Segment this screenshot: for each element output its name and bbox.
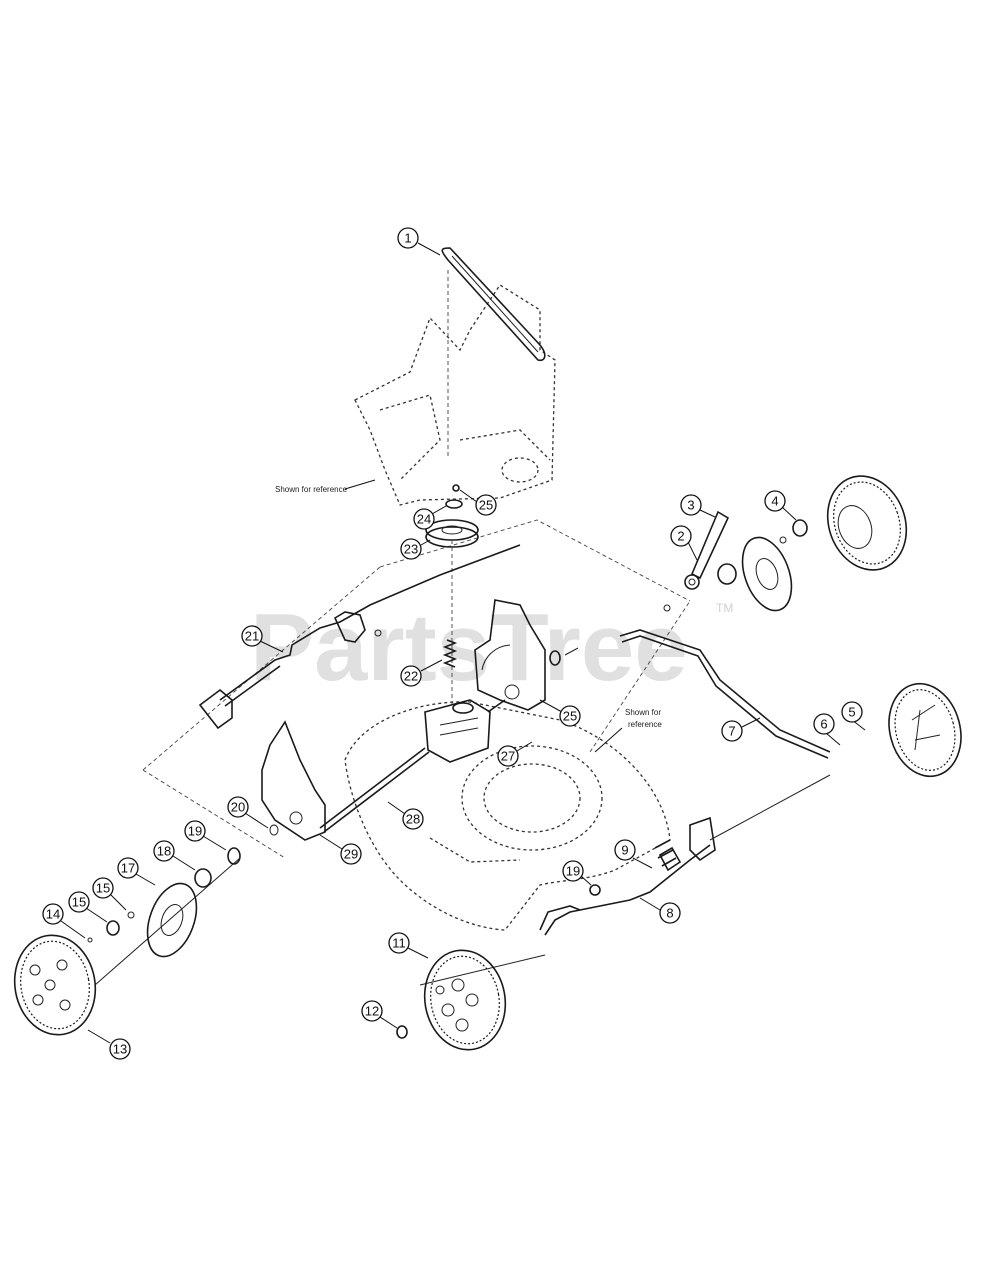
callout-circle xyxy=(670,525,692,547)
spring xyxy=(442,639,458,668)
callout-2: 2 xyxy=(677,529,684,544)
callout-circle xyxy=(680,494,702,516)
left-gear-wheel xyxy=(87,847,241,986)
watermark-trademark: TM xyxy=(716,601,733,615)
callout-11: 11 xyxy=(392,936,406,951)
callout-circle xyxy=(92,877,114,899)
callout-circle xyxy=(813,713,835,735)
reference-note-right-line1: Shown for xyxy=(625,708,661,717)
callout-8: 8 xyxy=(666,906,673,921)
callout-circle xyxy=(361,1000,383,1022)
callout-circle xyxy=(721,720,743,742)
callout-circle xyxy=(241,625,263,647)
callout-circle xyxy=(68,891,90,913)
watermark-text: PartsTree xyxy=(250,594,688,701)
front-axle-assembly xyxy=(419,774,831,986)
callout-20: 20 xyxy=(231,800,245,815)
callout-circle xyxy=(841,701,863,723)
reference-notes: Shown for reference Shown for reference xyxy=(275,479,662,753)
callout-27: 27 xyxy=(501,749,515,764)
callout-circle xyxy=(400,538,422,560)
callout-24: 24 xyxy=(417,512,431,527)
left-rear-wheel xyxy=(13,934,97,1036)
callout-circle xyxy=(562,860,584,882)
callout-circle xyxy=(184,820,206,842)
height-lever xyxy=(684,510,730,590)
main-axle xyxy=(319,699,506,833)
callout-circle xyxy=(388,932,410,954)
callout-14: 14 xyxy=(46,907,60,922)
callout-circle xyxy=(117,857,139,879)
callout-25b: 25 xyxy=(479,498,493,513)
reference-note-right-line2: reference xyxy=(628,720,662,729)
callout-circle xyxy=(153,840,175,862)
engine-ghost xyxy=(354,270,556,506)
callout-circle xyxy=(497,745,519,767)
mower-deck xyxy=(344,701,671,931)
callout-circle xyxy=(109,1038,131,1060)
callout-circle xyxy=(614,839,636,861)
reference-note-left: Shown for reference xyxy=(275,485,348,494)
assembly-outline xyxy=(142,519,691,859)
callout-25a: 25 xyxy=(563,709,577,724)
callout-22: 22 xyxy=(404,669,418,684)
callout-5: 5 xyxy=(848,705,855,720)
callout-circle xyxy=(659,902,681,924)
callout-3: 3 xyxy=(687,498,694,513)
transmission xyxy=(424,699,491,763)
callout-1: 1 xyxy=(404,231,411,246)
callout-7: 7 xyxy=(728,724,735,739)
callout-circle xyxy=(227,796,249,818)
callout-circle xyxy=(402,808,424,830)
callout-circle xyxy=(400,665,422,687)
callouts: 1 2 3 4 5 6 7 8 9 11 xyxy=(42,227,866,1060)
rear-height-rod xyxy=(198,544,521,730)
callout-29: 29 xyxy=(344,847,358,862)
callout-19b: 19 xyxy=(566,864,580,879)
callout-21: 21 xyxy=(245,629,259,644)
callout-circle xyxy=(475,494,497,516)
callout-9: 9 xyxy=(621,843,628,858)
callout-19a: 19 xyxy=(188,824,202,839)
callout-15b: 15 xyxy=(96,881,110,896)
callout-circle xyxy=(764,490,786,512)
drive-belt xyxy=(441,247,546,362)
callout-12: 12 xyxy=(365,1004,379,1019)
right-gear-wheel xyxy=(717,519,808,612)
drive-pulley xyxy=(425,484,479,706)
callout-circle xyxy=(559,705,581,727)
callout-23: 23 xyxy=(404,542,418,557)
callout-15a: 15 xyxy=(72,895,86,910)
callout-17: 17 xyxy=(121,861,135,876)
right-height-rod xyxy=(619,604,831,759)
callout-18: 18 xyxy=(157,844,171,859)
callout-circle xyxy=(397,227,419,249)
callout-circle xyxy=(42,903,64,925)
right-front-wheel xyxy=(888,682,962,778)
callout-28: 28 xyxy=(406,812,420,827)
callout-circle xyxy=(413,508,435,530)
callout-circle xyxy=(340,843,362,865)
right-rear-wheel xyxy=(826,475,908,571)
callout-4: 4 xyxy=(771,494,778,509)
left-front-wheel xyxy=(396,949,507,1051)
callout-13: 13 xyxy=(113,1042,127,1057)
watermark: PartsTree TM xyxy=(250,594,733,701)
right-hub-plate xyxy=(474,599,579,711)
left-hub-plate xyxy=(261,720,326,841)
callout-6: 6 xyxy=(820,717,827,732)
